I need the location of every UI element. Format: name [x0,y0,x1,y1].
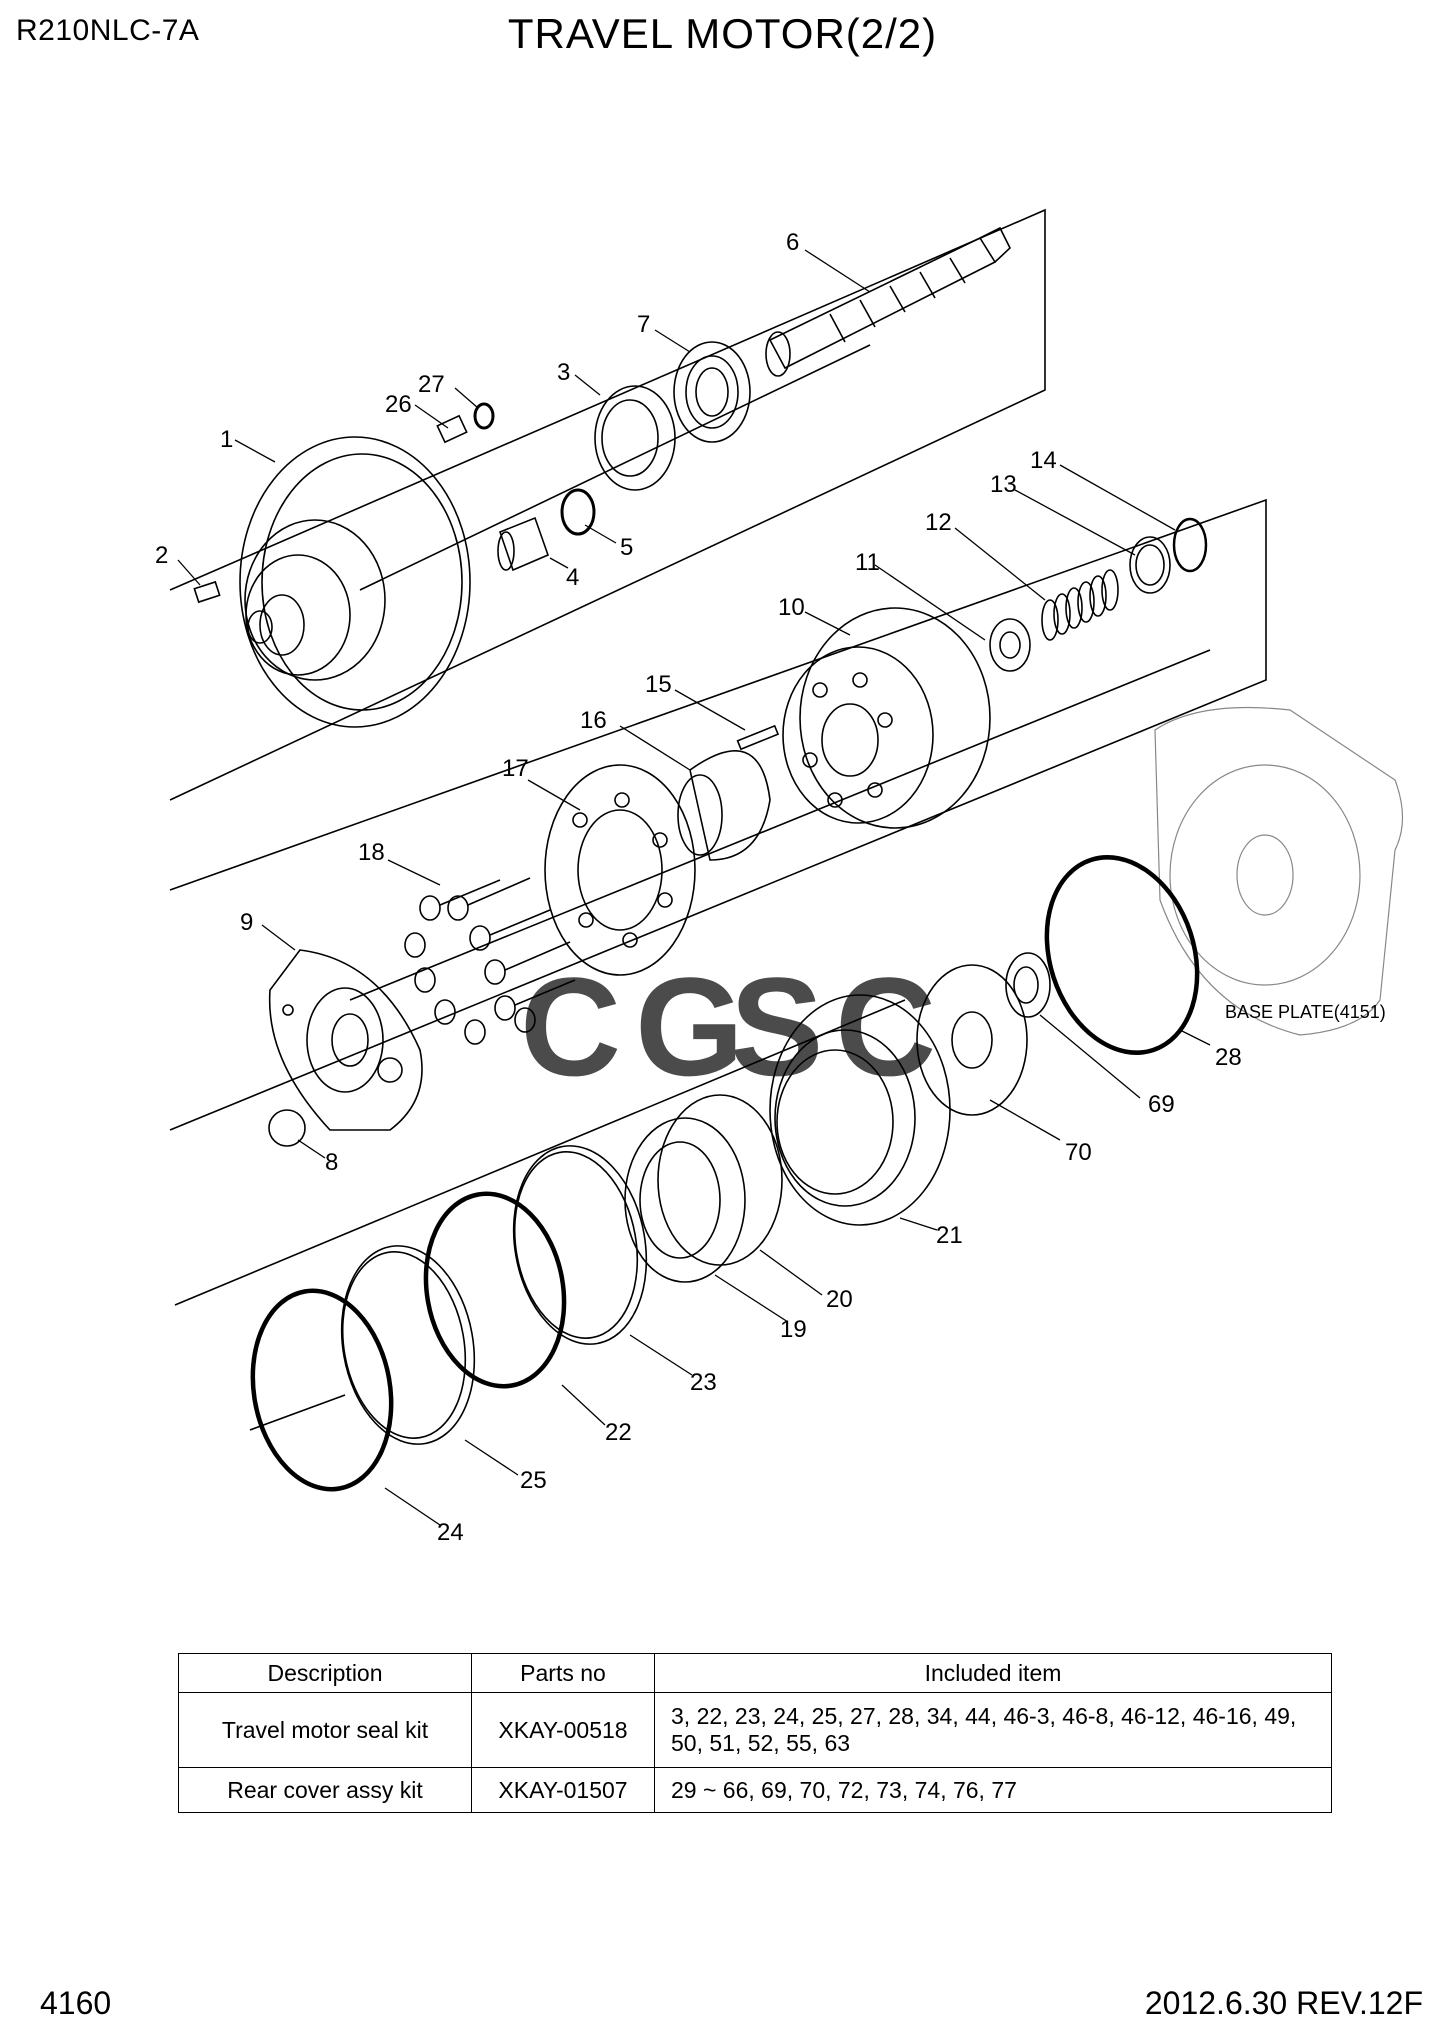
part-12-spring [1041,569,1119,641]
exploded-parts-diagram: C G S C 1 2 3 4 5 6 7 8 9 10 11 12 13 14… [155,208,1404,1546]
callout-26: 26 [385,391,412,418]
row-parts-no: XKAY-01507 [471,1767,655,1813]
part-16-ball-guide [677,750,771,861]
row-description: Travel motor seal kit [178,1692,472,1768]
part-4-bushing [497,516,550,572]
part-9-swash-plate [268,949,423,1131]
callout-3: 3 [557,359,570,386]
watermark: C G S C [520,948,936,1105]
model-code: R210NLC-7A [16,14,200,47]
callout-11: 11 [855,549,880,576]
header-description: Description [178,1653,472,1693]
callout-16: 16 [580,707,607,734]
part-18-pistons [404,877,576,1045]
callout-6: 6 [786,229,799,256]
row-parts-no: XKAY-00518 [471,1692,655,1768]
callout-28: 28 [1215,1044,1242,1071]
callout-2: 2 [155,542,168,569]
callout-27: 27 [418,371,445,398]
part-21-housing [769,994,951,1226]
base-plate [1154,706,1404,1036]
callout-7: 7 [637,311,650,338]
callout-12: 12 [925,509,952,536]
part-26-pin [436,414,468,444]
part-2-plug [193,580,221,604]
row-included: 3, 22, 23, 24, 25, 27, 28, 34, 44, 46-3,… [654,1692,1332,1768]
callout-21: 21 [936,1222,963,1249]
callout-13: 13 [990,471,1017,498]
callout-9: 9 [240,909,253,936]
page-number: 4160 [40,1985,112,2021]
base-plate-label: BASE PLATE(4151) [1225,1002,1386,1022]
part-10-cylinder-block [782,607,991,829]
part-1-housing [239,436,471,728]
part-7-bearing [673,341,751,443]
plane-upper [169,208,1046,801]
callout-70: 70 [1065,1139,1092,1166]
callout-23: 23 [690,1369,717,1396]
callout-10: 10 [778,594,805,621]
page-title: TRAVEL MOTOR(2/2) [507,10,938,57]
callout-8: 8 [325,1149,338,1176]
callout-5: 5 [620,534,633,561]
callout-22: 22 [605,1419,632,1446]
part-6-shaft [765,226,1011,377]
row-description: Rear cover assy kit [178,1767,472,1813]
callout-15: 15 [645,671,672,698]
callout-14: 14 [1030,447,1057,474]
watermark-letter: C [835,948,936,1105]
callout-17: 17 [502,755,529,782]
part-17-retainer-plate [544,764,696,976]
callout-24: 24 [437,1519,464,1546]
callout-18: 18 [358,839,385,866]
callout-25: 25 [520,1467,547,1494]
part-3-bearing [594,385,676,491]
callout-1: 1 [220,426,233,453]
callout-4: 4 [566,564,579,591]
callout-19: 19 [780,1316,807,1343]
callout-69: 69 [1148,1091,1175,1118]
watermark-letter: C [520,948,621,1105]
plane-middle [169,498,1267,1131]
watermark-letter: G [635,948,744,1105]
table-header-row: Description Parts no Included item [178,1653,1332,1693]
watermark-letter: S [730,948,823,1105]
kit-table: Description Parts no Included item Trave… [178,1653,1332,1813]
header-parts-no: Parts no [471,1653,655,1693]
table-row: Travel motor seal kit XKAY-00518 3, 22, … [178,1692,1332,1768]
revision-info: 2012.6.30 REV.12F [1144,1985,1423,2021]
part-70-valve-plate [916,964,1028,1116]
row-included: 29 ~ 66, 69, 70, 72, 73, 74, 76, 77 [654,1767,1332,1813]
table-row: Rear cover assy kit XKAY-01507 29 ~ 66, … [178,1767,1332,1813]
header-included: Included item [654,1653,1332,1693]
callout-20: 20 [826,1286,853,1313]
